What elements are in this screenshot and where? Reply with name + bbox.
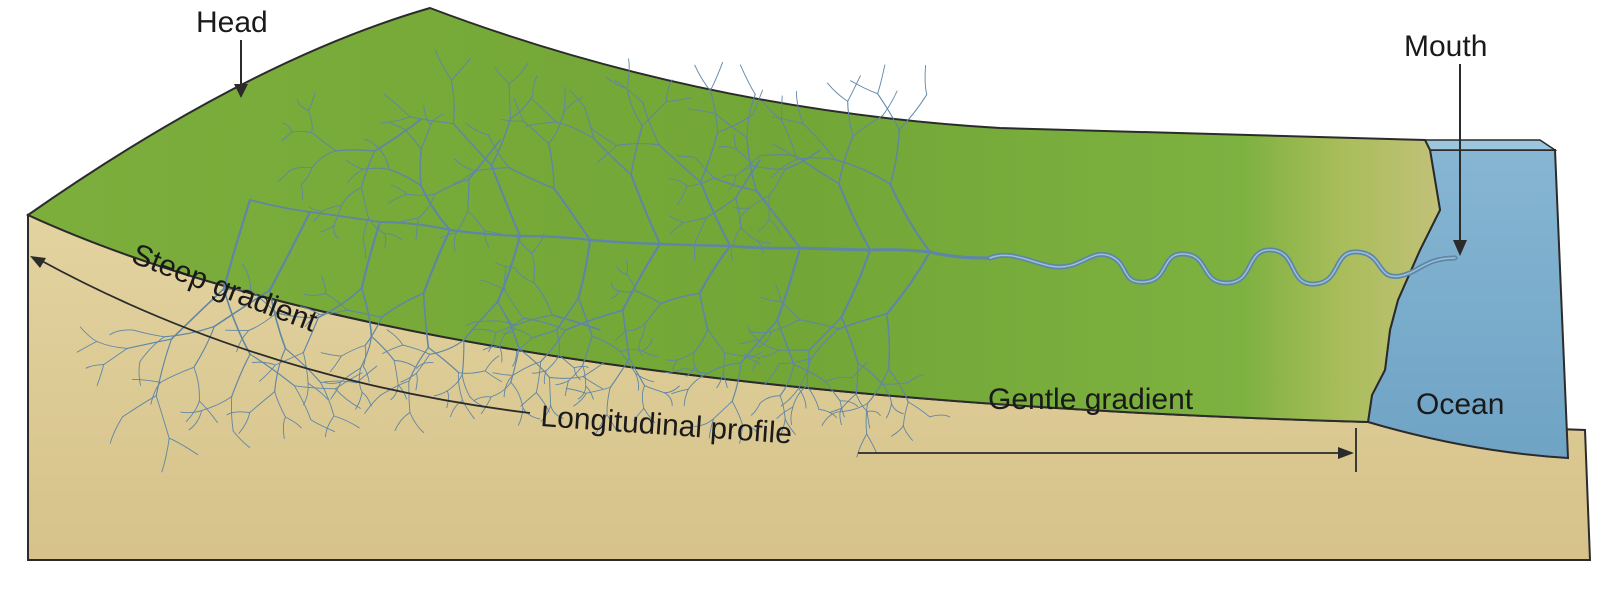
- stream-segment: [883, 91, 897, 115]
- head-label: Head: [196, 6, 268, 39]
- stream-segment: [740, 65, 755, 95]
- stream-segment: [925, 65, 927, 94]
- stream-segment: [878, 65, 885, 94]
- stream-segment: [848, 76, 861, 102]
- ocean-label: Ocean: [1416, 388, 1504, 421]
- ocean-surface: [1425, 140, 1555, 150]
- stream-segment: [827, 83, 847, 101]
- gentle-gradient-label: Gentle gradient: [988, 383, 1194, 416]
- mouth-label: Mouth: [1404, 30, 1487, 63]
- stream-segment: [710, 62, 722, 91]
